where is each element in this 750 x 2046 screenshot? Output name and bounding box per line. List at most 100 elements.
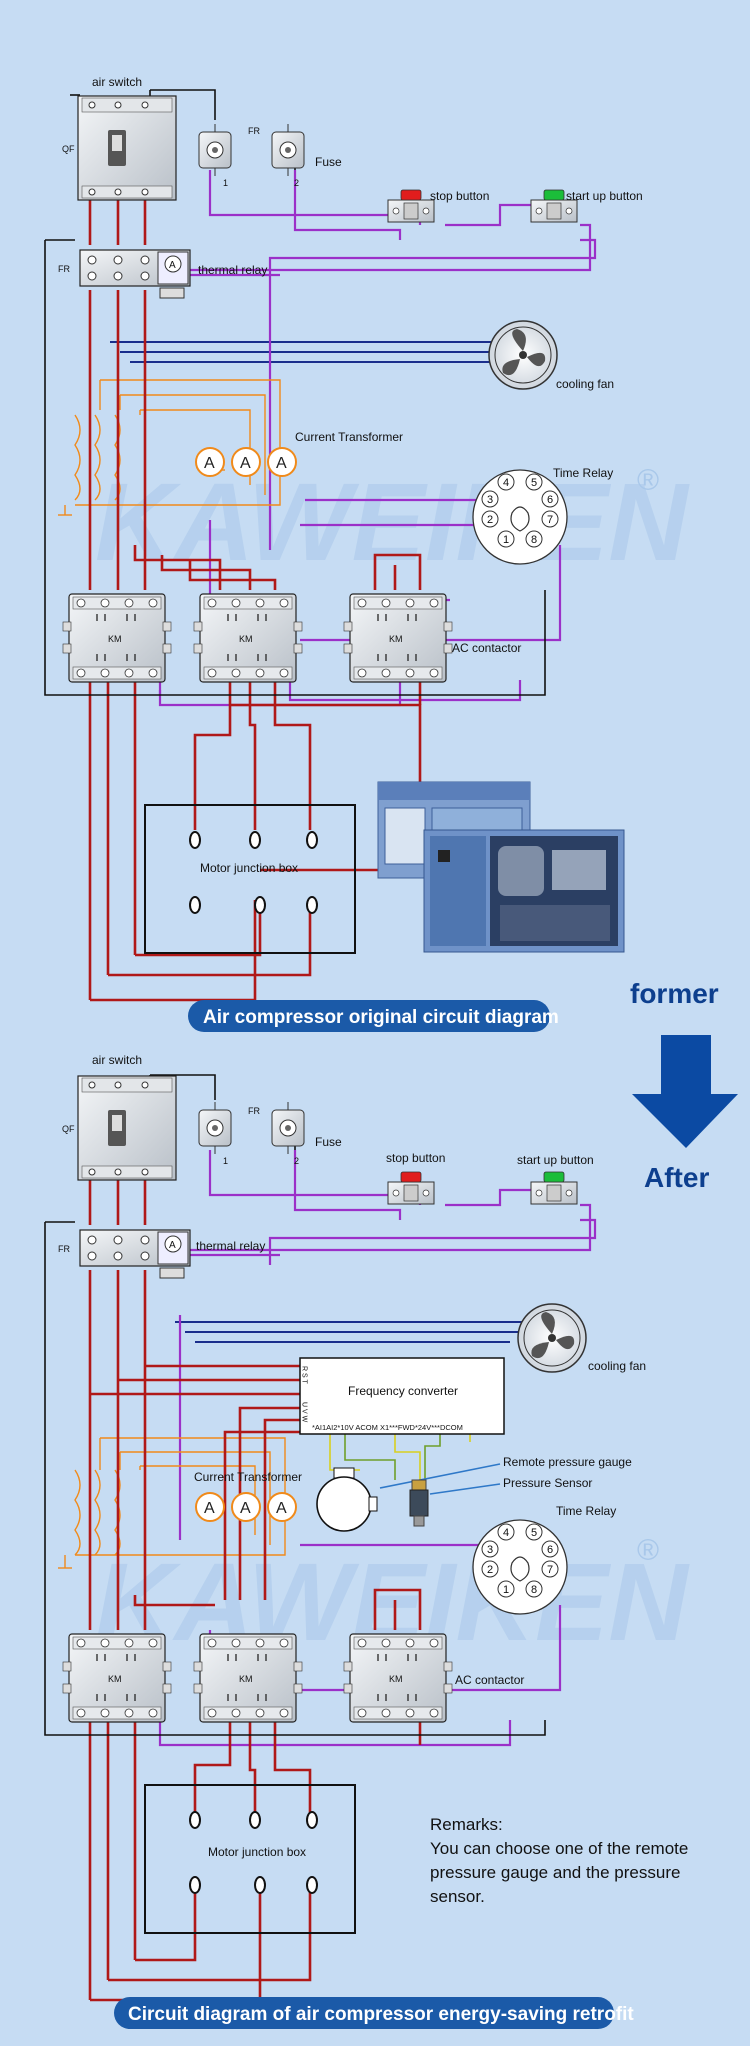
svg-text:6: 6 bbox=[547, 494, 553, 506]
svg-text:4: 4 bbox=[503, 477, 509, 489]
after-cooling-fan bbox=[517, 1303, 587, 1373]
after-signal-wires bbox=[329, 1432, 501, 1495]
after-air-switch-label: air switch bbox=[92, 1053, 142, 1067]
after-fan-wires bbox=[175, 1321, 530, 1343]
former-fr-label-fuse: FR bbox=[248, 126, 260, 136]
former-motor-junction-box bbox=[144, 804, 356, 954]
after-fr-label-relay: FR bbox=[58, 1244, 70, 1254]
svg-text:5: 5 bbox=[531, 477, 537, 489]
svg-text:1: 1 bbox=[503, 534, 509, 546]
after-thermal-relay: A bbox=[79, 1229, 191, 1279]
former-stop-button bbox=[387, 189, 435, 223]
after-pressure-sensor bbox=[409, 1479, 429, 1527]
watermark-top: KAWEIKEN bbox=[95, 461, 690, 584]
after-remarks-title: Remarks: bbox=[430, 1815, 503, 1834]
after-ammeter-2: A bbox=[240, 1500, 251, 1517]
after-remote-pressure-gauge bbox=[316, 1467, 378, 1532]
former-fuse-1 bbox=[198, 123, 232, 177]
after-ac-contactor-label: AC contactor bbox=[455, 1673, 524, 1687]
after-km-3: KM bbox=[389, 1674, 403, 1684]
svg-text:1: 1 bbox=[503, 1584, 509, 1596]
after-remarks-line-2: pressure gauge and the pressure bbox=[430, 1863, 680, 1882]
after-fuse-2-num: 2 bbox=[294, 1156, 299, 1166]
after-time-relay: 4 5 3 6 2 7 1 8 bbox=[472, 1519, 568, 1615]
after-start-button bbox=[530, 1171, 578, 1205]
after-frequency-converter bbox=[299, 1357, 505, 1435]
svg-text:6: 6 bbox=[547, 1544, 553, 1556]
former-caption: former bbox=[630, 978, 719, 1009]
svg-text:3: 3 bbox=[487, 494, 493, 506]
after-fuse-2 bbox=[271, 1101, 305, 1155]
former-time-relay-label: Time Relay bbox=[553, 466, 613, 480]
former-banner-text: Air compressor original circuit diagram bbox=[203, 1007, 559, 1028]
svg-text:A: A bbox=[169, 260, 176, 271]
after-remarks: Remarks: You can choose one of the remot… bbox=[430, 1815, 688, 1906]
after-stop-button bbox=[387, 1171, 435, 1205]
after-cooling-fan-label: cooling fan bbox=[588, 1359, 646, 1373]
former-cooling-fan-label: cooling fan bbox=[556, 377, 614, 391]
svg-text:5: 5 bbox=[531, 1527, 537, 1539]
svg-text:8: 8 bbox=[531, 534, 537, 546]
former-km-1: KM bbox=[108, 634, 122, 644]
former-current-transformer-label: Current Transformer bbox=[295, 430, 403, 444]
air-compressor-illustration bbox=[377, 781, 625, 953]
after-fuse-label: Fuse bbox=[315, 1135, 342, 1149]
after-fr-label-fuse: FR bbox=[248, 1106, 260, 1116]
after-banner-text: Circuit diagram of air compressor energy… bbox=[128, 2004, 634, 2025]
after-stop-button-label: stop button bbox=[386, 1151, 445, 1165]
after-remarks-line-1: You can choose one of the remote bbox=[430, 1839, 688, 1858]
after-km-2: KM bbox=[239, 1674, 253, 1684]
former-fuse-2-num: 2 bbox=[294, 178, 299, 188]
after-fc-outputs: U V W bbox=[301, 1402, 308, 1423]
former-thermal-relay: A bbox=[79, 249, 191, 299]
svg-text:2: 2 bbox=[487, 1564, 493, 1576]
svg-text:2: 2 bbox=[487, 514, 493, 526]
svg-text:7: 7 bbox=[547, 514, 553, 526]
after-caption: After bbox=[644, 1162, 709, 1193]
former-motor-junction-box-label: Motor junction box bbox=[200, 861, 298, 875]
former-fr-label-relay: FR bbox=[58, 264, 70, 274]
after-thermal-relay-label: thermal relay bbox=[196, 1239, 265, 1253]
former-fan-wires bbox=[110, 341, 530, 363]
former-fuse-1-num: 1 bbox=[223, 178, 228, 188]
svg-text:A: A bbox=[169, 1240, 176, 1251]
after-motor-junction-box bbox=[144, 1784, 356, 1934]
after-start-button-label: start up button bbox=[517, 1153, 594, 1167]
after-pressure-sensor-label: Pressure Sensor bbox=[503, 1476, 592, 1490]
svg-text:8: 8 bbox=[531, 1584, 537, 1596]
former-cooling-fan bbox=[488, 320, 558, 390]
registered-mark-bottom: ® bbox=[637, 1534, 659, 1567]
after-ammeter-1: A bbox=[204, 1500, 215, 1517]
after-remote-pressure-gauge-label: Remote pressure gauge bbox=[503, 1455, 632, 1469]
former-thermal-relay-label: thermal relay bbox=[198, 263, 267, 277]
after-motor-terminals bbox=[189, 1811, 318, 1894]
after-diagram: air switch QF FR Fuse 1 2 stop button st… bbox=[44, 1053, 688, 2029]
svg-text:4: 4 bbox=[503, 1527, 509, 1539]
after-qf-label: QF bbox=[62, 1124, 75, 1134]
after-remarks-line-3: sensor. bbox=[430, 1887, 485, 1906]
after-banner bbox=[114, 1997, 614, 2029]
former-banner bbox=[188, 1000, 550, 1032]
svg-text:3: 3 bbox=[487, 1544, 493, 1556]
after-ammeter-3: A bbox=[276, 1500, 287, 1517]
former-qf-label: QF bbox=[62, 144, 75, 154]
after-fuse-1-num: 1 bbox=[223, 1156, 228, 1166]
former-ac-contactor-label: AC contactor bbox=[452, 641, 521, 655]
former-ammeter-1: A bbox=[204, 455, 215, 472]
former-stop-button-label: stop button bbox=[430, 189, 489, 203]
registered-mark-top: ® bbox=[637, 464, 659, 497]
after-fc-inputs: R S T bbox=[301, 1366, 308, 1384]
former-time-relay: 4 5 3 6 2 7 1 8 bbox=[472, 469, 568, 565]
after-frequency-converter-label: Frequency converter bbox=[348, 1384, 458, 1398]
after-air-switch bbox=[77, 1075, 177, 1181]
after-fc-terminals: *AI1AI2*10V ACOM X1***FWD*24V***DCOM bbox=[312, 1423, 463, 1432]
former-ammeter-2: A bbox=[240, 455, 251, 472]
former-ammeters: A A A bbox=[195, 447, 297, 477]
former-start-button-label: start up button bbox=[566, 189, 643, 203]
after-time-relay-label: Time Relay bbox=[556, 1504, 616, 1518]
after-motor-junction-box-label: Motor junction box bbox=[208, 1845, 306, 1859]
after-fuse-1 bbox=[198, 1101, 232, 1155]
after-km-1: KM bbox=[108, 1674, 122, 1684]
former-fuse-2 bbox=[271, 123, 305, 177]
